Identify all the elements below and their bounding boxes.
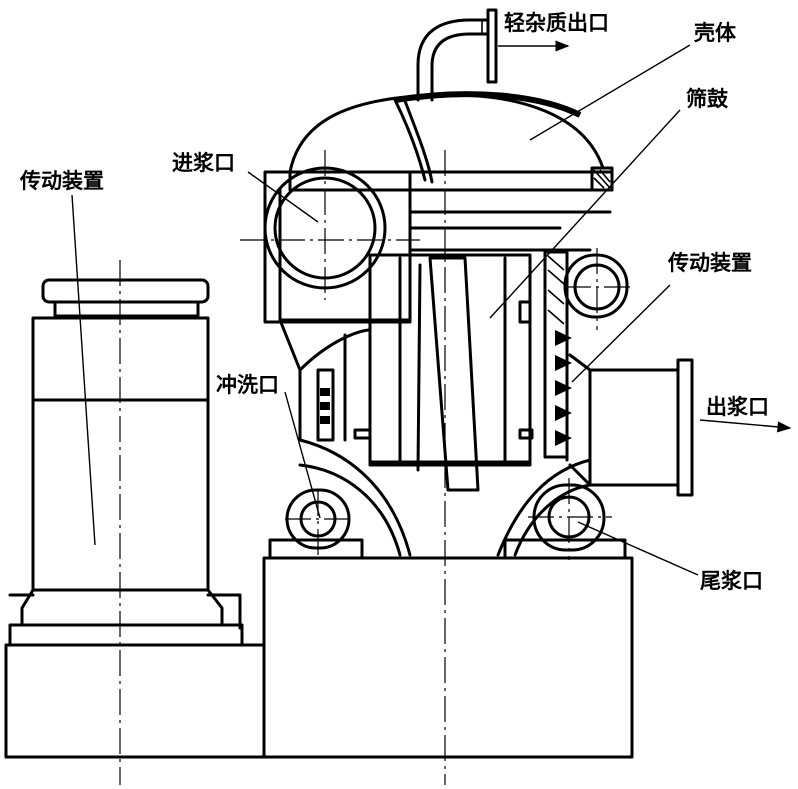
screen-basket [543,250,572,462]
light-impurity-pipe [416,8,498,102]
label-flush-port: 冲洗口 [216,373,279,397]
screen-drum [353,253,534,492]
drive-port-right [563,253,629,319]
center-lines [119,150,635,785]
label-shell: 壳体 [693,21,737,45]
outlet-pipe [568,353,694,497]
label-screen-drum: 筛鼓 [686,87,729,111]
drive-unit-motor [8,278,244,647]
leader-lines [71,40,792,576]
label-drive-unit-right: 传动装置 [667,251,752,275]
label-drive-unit-left: 传动装置 [19,169,104,193]
shell-body [278,91,614,322]
lower-body [298,438,592,557]
label-inlet: 进浆口 [172,151,235,175]
flush-section [278,318,372,442]
label-light-impurity-outlet: 轻杂质出口 [504,11,609,35]
label-outlet: 出浆口 [706,395,769,419]
base-platform [4,538,634,759]
label-tail-outlet: 尾浆口 [700,569,763,593]
